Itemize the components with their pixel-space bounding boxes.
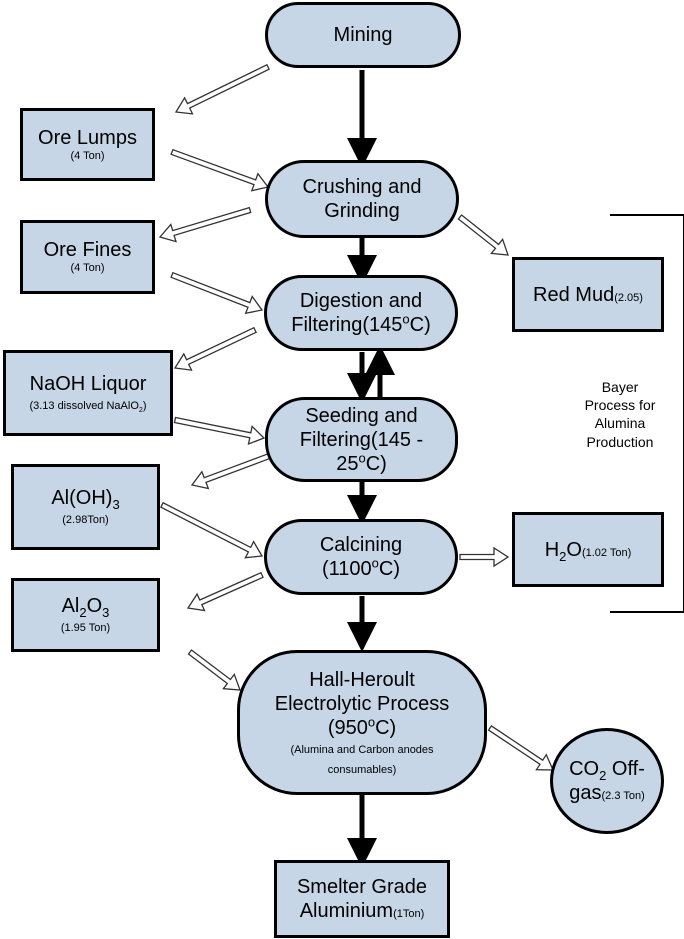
aloh-qty: (2.98Ton): [62, 514, 109, 527]
ore-lumps-node: Ore Lumps (4 Ton): [20, 108, 155, 181]
calcining-node: Calcining (1100oC): [264, 519, 458, 595]
hall-note-line2: consumables): [327, 763, 397, 776]
naoh-qty: (3.13 dissolved NaAlO2): [29, 400, 147, 415]
hollow-arrow-crushing-to-ore-fines: [158, 206, 252, 243]
aloh-label: Al(OH)3: [51, 487, 120, 513]
hollow-arrow-al2o3-to-hall: [187, 649, 241, 691]
water-node: H2O(1.02 Ton): [512, 512, 664, 587]
calcining-label-line2: (1100oC): [321, 555, 400, 580]
h2o-label: H2O(1.02 Ton): [544, 538, 632, 564]
mining-label: Mining: [333, 24, 393, 46]
hall-note-line1: (Alumina and Carbon anodes: [290, 744, 434, 757]
bayer-line4: Production: [586, 433, 654, 450]
red-mud-node: Red Mud(2.05): [512, 257, 664, 332]
aluminium-hydroxide-node: Al(OH)3 (2.98Ton): [11, 464, 160, 550]
hollow-arrow-digestion-to-naoh: [173, 326, 257, 371]
bayer-process-label: Bayer Process for Alumina Production: [570, 378, 670, 451]
alumina-node: Al2O3 (1.95 Ton): [11, 578, 160, 652]
ore-fines-label: Ore Fines: [43, 239, 132, 262]
bayer-line3: Alumina: [594, 415, 646, 432]
crushing-node: Crushing and Grinding: [265, 160, 459, 238]
smelter-label-line2: Aluminium(1Ton): [299, 900, 425, 922]
co2-label-line2: gas(2.3 Ton): [569, 782, 645, 804]
ore-lumps-qty: (4 Ton): [70, 149, 105, 162]
red-mud-label: Red Mud(2.05): [533, 283, 643, 306]
al2o3-label: Al2O3: [61, 595, 110, 621]
bayer-line1: Bayer: [601, 379, 639, 395]
smelter-node: Smelter Grade Aluminium(1Ton): [274, 860, 450, 938]
calcining-label-line1: Calcining: [319, 534, 403, 556]
hollow-arrow-seeding-to-aloh: [190, 451, 274, 490]
al2o3-qty: (1.95 Ton): [60, 622, 111, 635]
hollow-arrow-ore-fines-to-digestion: [170, 271, 264, 315]
bayer-line2: Process for: [584, 397, 656, 414]
hall-label-line1: Hall-Heroult: [309, 669, 415, 692]
naoh-label: NaOH Liquor: [29, 373, 147, 396]
hollow-arrow-ore-lumps-to-crushing: [170, 148, 270, 192]
smelter-label-line1: Smelter Grade: [296, 876, 428, 898]
crushing-label-line1: Crushing and: [302, 176, 422, 198]
co2-label-line1: CO2 Off-: [569, 758, 645, 783]
hollow-arrow-crushing-to-red-mud: [457, 214, 509, 256]
hall-label-line2: Electrolytic Process: [274, 693, 450, 716]
ore-fines-node: Ore Fines (4 Ton): [20, 220, 155, 294]
digestion-node: Digestion and Filtering(145oC): [264, 275, 458, 351]
digestion-label-line1: Digestion and: [299, 290, 423, 312]
seeding-label-line3: 25oC): [336, 449, 387, 475]
seeding-label-line1: Seeding and: [305, 404, 418, 427]
hollow-arrow-calcining-to-h2o: [459, 546, 510, 568]
bayer-bracket: [610, 214, 684, 613]
naoh-liquor-node: NaOH Liquor (3.13 dissolved NaAlO2): [3, 350, 173, 436]
ore-lumps-label: Ore Lumps: [38, 126, 137, 149]
seeding-label-line2: Filtering(145 -: [299, 428, 424, 451]
hall-heroult-node: Hall-Heroult Electrolytic Process (950oC…: [237, 650, 487, 795]
hollow-arrow-aloh-to-calcining: [160, 501, 264, 559]
digestion-label-line2: Filtering(145oC): [291, 311, 431, 336]
seeding-node: Seeding and Filtering(145 - 25oC): [265, 397, 458, 482]
hollow-arrow-hall-to-co2: [487, 724, 555, 771]
hollow-arrow-group: [158, 63, 555, 771]
mining-node: Mining: [265, 2, 461, 68]
crushing-label-line2: Grinding: [324, 200, 400, 222]
ore-fines-qty: (4 Ton): [70, 262, 105, 275]
hollow-arrow-naoh-to-seeding: [173, 416, 266, 446]
co2-offgas-node: CO2 Off- gas(2.3 Ton): [550, 728, 664, 834]
hall-label-line3: (950oC): [327, 714, 397, 740]
hollow-arrow-mining-to-ore-lumps: [174, 63, 270, 115]
hollow-arrow-calcining-to-al2o3: [186, 571, 264, 612]
